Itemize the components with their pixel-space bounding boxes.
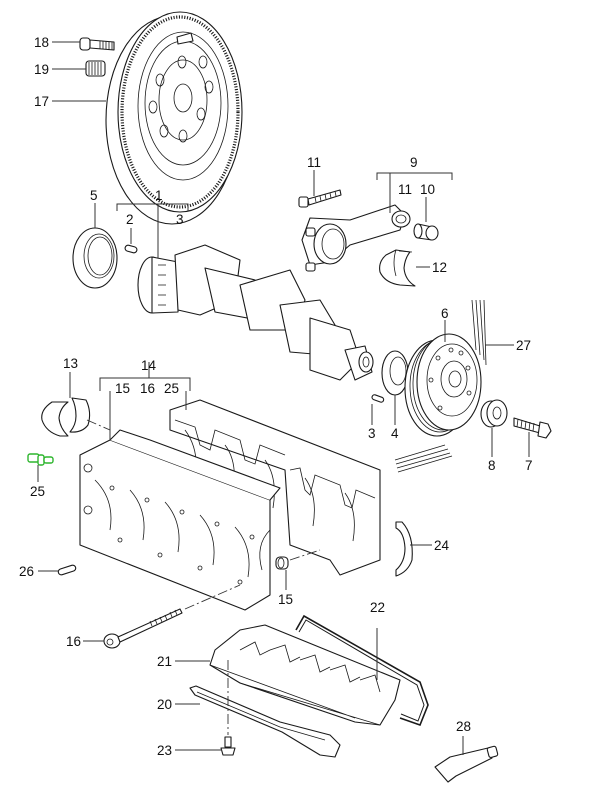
rod-bearing[interactable] [379, 249, 416, 287]
drive-belt[interactable] [394, 299, 487, 473]
oil-baffle[interactable] [209, 624, 401, 726]
callout-10: 10 [420, 182, 435, 197]
callout-21: 21 [157, 654, 172, 669]
callout-26: 26 [19, 564, 34, 579]
callout-27: 27 [516, 338, 531, 353]
callout-11-top: 11 [307, 155, 321, 170]
thrust-washer[interactable] [395, 521, 413, 577]
callout-22: 22 [370, 600, 385, 615]
callout-23: 23 [157, 743, 172, 758]
connecting-rod[interactable] [301, 204, 411, 272]
bushing[interactable] [413, 223, 439, 241]
callout-19: 19 [34, 62, 49, 77]
callout-1: 1 [155, 188, 163, 203]
callout-24: 24 [434, 538, 450, 553]
callout-17: 17 [34, 94, 49, 109]
flywheel-bolt[interactable] [79, 37, 115, 51]
rear-seal[interactable] [381, 350, 409, 396]
callout-14: 14 [141, 358, 157, 373]
crankshaft[interactable] [137, 244, 374, 381]
callout-16-bracket: 16 [140, 381, 155, 396]
callout-12: 12 [432, 260, 447, 275]
sealing-ring[interactable] [295, 614, 429, 727]
crankcase-bolt[interactable] [103, 608, 183, 649]
rod-bolt[interactable] [298, 189, 342, 208]
callout-6: 6 [441, 306, 449, 321]
callout-25-bracket: 25 [164, 381, 179, 396]
washer[interactable] [480, 399, 508, 428]
callout-15-sleeve: 15 [278, 592, 293, 607]
damper-bolt[interactable] [513, 417, 552, 439]
main-bearing[interactable] [41, 397, 91, 437]
oil-pan-gasket[interactable] [189, 685, 341, 758]
callout-11-bracket: 11 [398, 182, 412, 197]
sleeve[interactable] [275, 556, 289, 570]
callout-28: 28 [456, 719, 471, 734]
callout-15-bracket: 15 [115, 381, 130, 396]
callout-2: 2 [126, 212, 134, 227]
callout-16: 16 [66, 634, 81, 649]
crankcase-dowel[interactable] [57, 564, 77, 576]
flywheel[interactable] [105, 11, 243, 225]
dowel-pin-rear[interactable] [371, 394, 385, 403]
callout-7: 7 [525, 458, 533, 473]
callout-8: 8 [488, 458, 496, 473]
callout-3-bottom: 3 [368, 426, 376, 441]
pan-bolt[interactable] [220, 660, 236, 756]
callout-20: 20 [157, 697, 172, 712]
dowel-pin[interactable] [124, 244, 138, 254]
callout-25-oil-jet: 25 [30, 484, 45, 499]
front-seal[interactable] [72, 227, 118, 289]
callout-4: 4 [391, 426, 399, 441]
leader-lines [37, 41, 530, 755]
oil-jet[interactable] [27, 453, 54, 466]
vibration-damper[interactable] [404, 333, 482, 437]
callout-18: 18 [34, 35, 49, 50]
callout-3-top: 3 [176, 212, 184, 227]
callout-9: 9 [410, 155, 418, 170]
callout-5: 5 [90, 188, 98, 203]
crankcase[interactable] [79, 399, 381, 611]
callout-13: 13 [63, 356, 78, 371]
pilot-bearing[interactable] [85, 60, 106, 77]
sealant-tube[interactable] [434, 745, 499, 783]
callout-labels: 18 19 17 5 1 2 3 11 9 11 10 12 6 27 3 4 … [19, 35, 533, 758]
